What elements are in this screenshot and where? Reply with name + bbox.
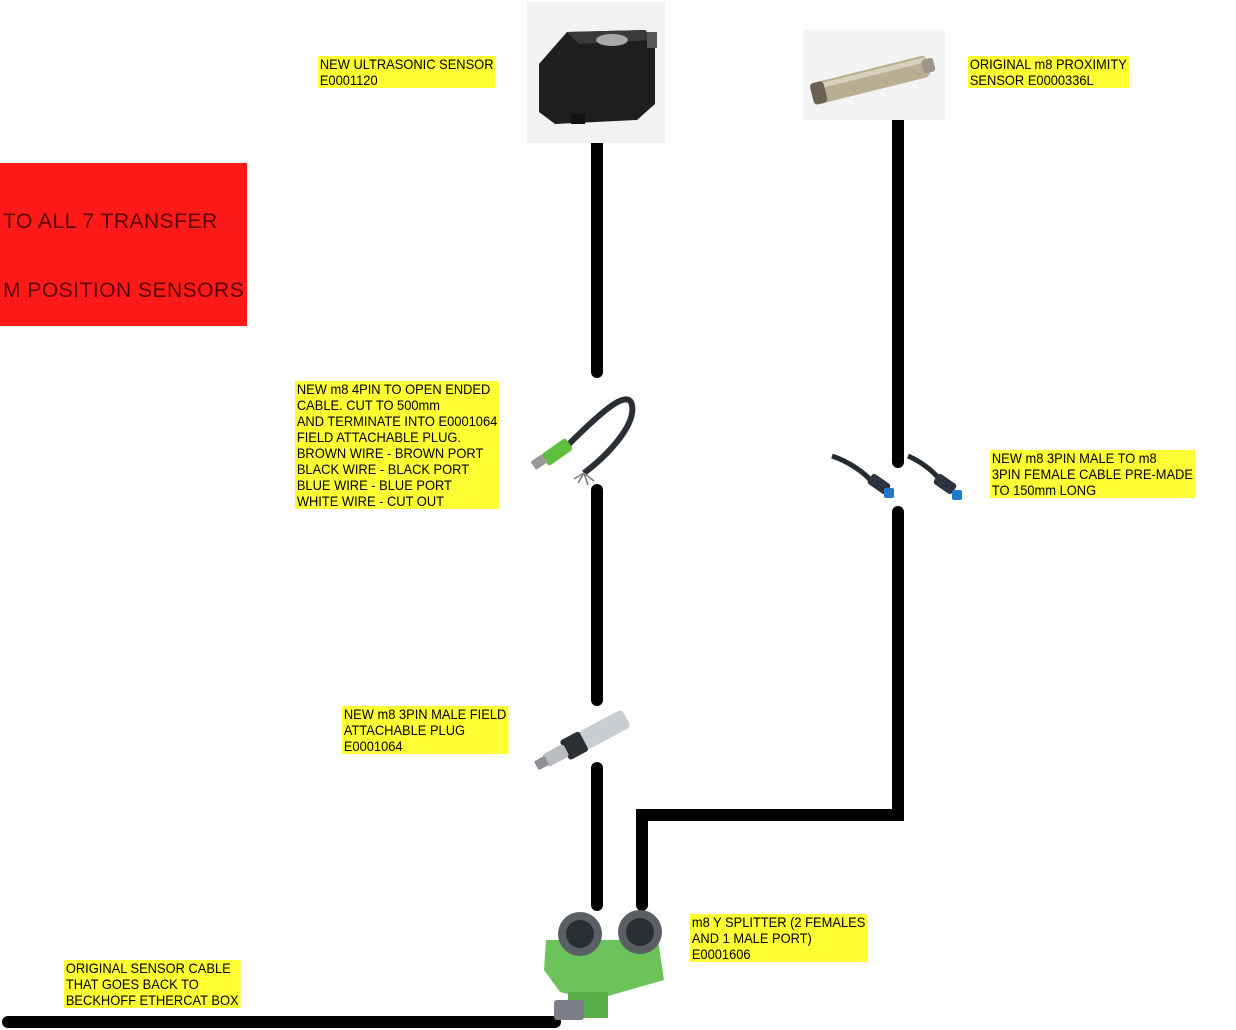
label-field-plug: NEW m8 3PIN MALE FIELD ATTACHABLE PLUG E… [342, 706, 508, 754]
label-premade-cable: NEW m8 3PIN MALE TO m8 3PIN FEMALE CABLE… [990, 450, 1195, 498]
y-splitter-image [538, 900, 670, 1025]
label-original-sensor-cable: ORIGINAL SENSOR CABLE THAT GOES BACK TO … [64, 960, 240, 1008]
ultrasonic-sensor-image [527, 2, 665, 143]
label-ultrasonic-sensor: NEW ULTRASONIC SENSOR E0001120 [318, 56, 495, 88]
premade-cable-image [830, 450, 970, 515]
open-ended-cable-image [528, 385, 640, 490]
label-proximity-sensor: ORIGINAL m8 PROXIMITY SENSOR E0000336L [968, 56, 1129, 88]
proximity-sensor-image [803, 30, 945, 120]
label-open-ended-cable: NEW m8 4PIN TO OPEN ENDED CABLE. CUT TO … [295, 381, 499, 509]
field-plug-image [528, 703, 638, 778]
wire-premade-to-splitter [642, 512, 898, 905]
label-y-splitter: m8 Y SPLITTER (2 FEMALES AND 1 MALE PORT… [690, 914, 867, 962]
